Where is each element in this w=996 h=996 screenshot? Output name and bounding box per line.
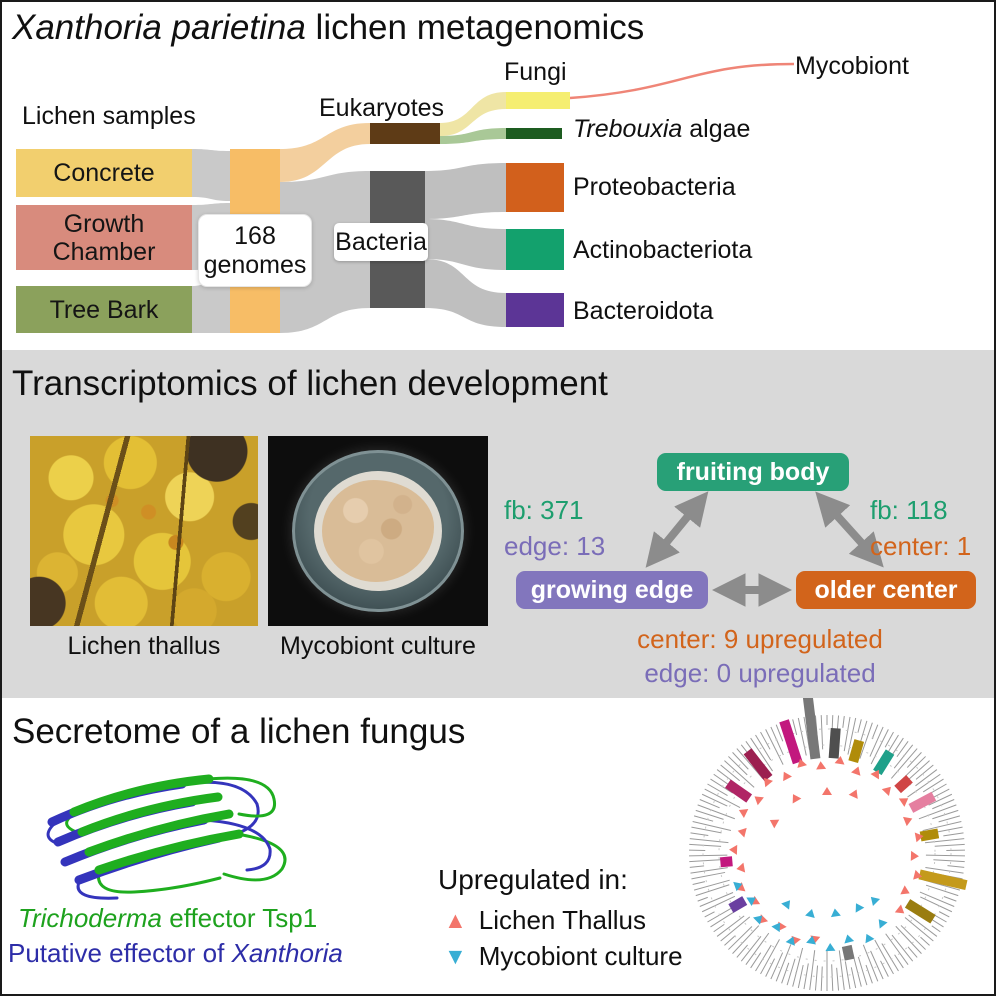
arrow-fruitingbody-growingedge bbox=[645, 491, 709, 568]
flow-concrete-genomes bbox=[192, 149, 230, 201]
flow-bacteria-actinobacteriota bbox=[425, 219, 506, 270]
circular-dendrogram bbox=[689, 698, 968, 991]
sample-label: Tree Bark bbox=[49, 295, 159, 324]
flow-fungi-mycobiont bbox=[569, 62, 795, 100]
actinobacteriota-label: Actinobacteriota bbox=[573, 236, 753, 264]
stat-fb-118: fb: 118 bbox=[870, 495, 948, 525]
fungi-node-bar bbox=[506, 92, 570, 109]
trebouxia-rest: algae bbox=[682, 115, 751, 143]
flow-bacteria-proteobacteria bbox=[425, 163, 506, 219]
legend-label: Lichen Thallus bbox=[478, 905, 646, 935]
putative-pre: Putative effector of bbox=[8, 938, 232, 968]
metagenomics-title-species: Xanthoria parietina bbox=[12, 8, 306, 47]
actinobacteriota-node-bar bbox=[506, 229, 564, 270]
genomes-count-box: 168 genomes bbox=[198, 214, 312, 287]
flow-genomes-eukaryotes bbox=[280, 123, 370, 182]
eukaryotes-node-bar bbox=[370, 123, 440, 144]
sample-node-growth-chamber: Growth Chamber bbox=[16, 205, 192, 270]
mycobiont-culture-photo bbox=[268, 436, 488, 626]
eukaryotes-label: Eukaryotes bbox=[319, 94, 445, 122]
down-triangle-icon: ▼ bbox=[444, 943, 467, 969]
bacteria-label: Bacteria bbox=[334, 223, 428, 261]
transcriptomics-title: Transcriptomics of lichen development bbox=[12, 364, 608, 403]
lichen-thallus-caption: Lichen thallus bbox=[67, 632, 221, 660]
sample-node-tree-bark: Tree Bark bbox=[16, 286, 192, 333]
fruiting-body-node: fruiting body bbox=[657, 453, 849, 491]
trebouxia-node-bar bbox=[506, 128, 562, 139]
deg-stats-right: fb: 118 center: 1 bbox=[870, 492, 971, 564]
mycobiont-culture-caption: Mycobiont culture bbox=[280, 632, 476, 660]
older-center-node: older center bbox=[796, 571, 976, 609]
deg-stats-bottom: center: 9 upregulated edge: 0 upregulate… bbox=[562, 622, 958, 690]
bacteroidota-label: Bacteroidota bbox=[573, 297, 714, 325]
lichen-thallus-photo bbox=[30, 436, 258, 626]
trebouxia-genus: Trebouxia bbox=[573, 115, 683, 143]
stat-center-1: center: 1 bbox=[870, 531, 972, 561]
trichoderma-rest: effector Tsp1 bbox=[162, 903, 318, 933]
xanthoria-genus: Xanthoria bbox=[231, 938, 343, 968]
protein-structure-overlay bbox=[46, 774, 287, 900]
metagenomics-title-rest: lichen metagenomics bbox=[305, 8, 645, 47]
growing-edge-node: growing edge bbox=[516, 571, 708, 609]
stat-edge-upregulated: edge: 0 upregulated bbox=[644, 658, 876, 688]
lichen-samples-label: Lichen samples bbox=[22, 102, 196, 130]
legend-label: Mycobiont culture bbox=[478, 941, 683, 971]
flow-bacteria-bacteroidota bbox=[425, 259, 506, 327]
mycobiont-label: Mycobiont bbox=[795, 52, 909, 80]
petri-dish bbox=[292, 450, 464, 612]
deg-stats-left: fb: 371 edge: 13 bbox=[504, 492, 605, 564]
up-triangle-icon: ▲ bbox=[444, 907, 467, 933]
stat-edge-13: edge: 13 bbox=[504, 531, 606, 561]
development-arrows bbox=[645, 491, 884, 607]
stat-center-upregulated: center: 9 upregulated bbox=[637, 624, 883, 654]
fungal-culture-blob bbox=[322, 480, 434, 582]
stat-fb-371: fb: 371 bbox=[504, 495, 584, 525]
proteobacteria-label: Proteobacteria bbox=[573, 173, 736, 201]
sample-label: Growth Chamber bbox=[52, 209, 156, 266]
legend-title: Upregulated in: bbox=[438, 864, 628, 895]
legend-item-lichen-thallus: ▲ Lichen Thallus bbox=[444, 905, 646, 936]
sankey-diagram bbox=[192, 62, 795, 333]
bacteroidota-node-bar bbox=[506, 293, 564, 327]
fungi-label: Fungi bbox=[504, 58, 567, 86]
trebouxia-label: Trebouxia algae bbox=[573, 115, 750, 144]
metagenomics-title: Xanthoria parietina lichen metagenomics bbox=[12, 8, 644, 48]
trichoderma-genus: Trichoderma bbox=[18, 903, 163, 933]
proteobacteria-node-bar bbox=[506, 163, 564, 212]
legend-item-mycobiont-culture: ▼ Mycobiont culture bbox=[444, 941, 683, 972]
flow-eukaryotes-trebouxia bbox=[440, 128, 506, 144]
sample-node-concrete: Concrete bbox=[16, 149, 192, 197]
secretome-title: Secretome of a lichen fungus bbox=[12, 712, 466, 751]
flow-eukaryotes-fungi bbox=[440, 92, 506, 136]
arrow-fruitingbody-oldercenter bbox=[815, 491, 884, 568]
flow-genomes-bacteria bbox=[280, 171, 370, 333]
putative-effector-caption: Putative effector of Xanthoria bbox=[8, 938, 343, 969]
sample-label: Concrete bbox=[53, 159, 155, 187]
trichoderma-effector-caption: Trichoderma effector Tsp1 bbox=[18, 903, 317, 934]
